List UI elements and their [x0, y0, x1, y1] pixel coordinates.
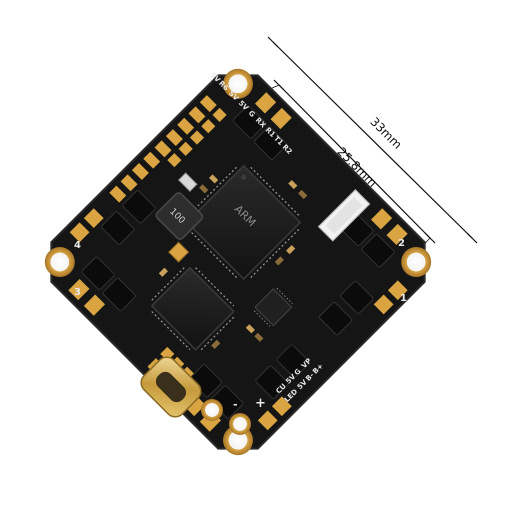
svg-text:G: G: [247, 109, 257, 119]
jst-connector: [317, 189, 371, 242]
mounting-hole-top: [223, 68, 253, 99]
motor-number-3: 3: [74, 287, 81, 298]
gyro-pins: [253, 287, 293, 327]
dimension-lines: [235, 36, 478, 269]
mcu-chip: [186, 164, 302, 281]
usb-c-port: [140, 356, 202, 418]
svg-text:G: G: [293, 367, 303, 377]
battery-pads: [201, 399, 251, 435]
outer-dimension-tick-b: [466, 232, 478, 244]
esc-chip-pins: [151, 267, 235, 351]
motor-number-1: 1: [400, 293, 407, 304]
polarity-plus-label: +: [255, 396, 266, 411]
svg-text:B-: B-: [304, 371, 316, 383]
mounting-hole-left: [44, 247, 75, 277]
smd-components: [158, 172, 308, 349]
outer-dimension-line: [272, 41, 473, 239]
outer-dimension-tick-a: [267, 36, 279, 48]
boot-button: [167, 241, 190, 263]
motor-number-4: 4: [74, 240, 81, 251]
inner-dimension-line: [278, 84, 431, 239]
inductor: [155, 192, 204, 240]
outer-dimension-label: 33mm: [367, 115, 404, 152]
motor-number-2: 2: [398, 238, 405, 249]
esc-mosfets: [81, 105, 395, 419]
battery-pad-minus: [201, 399, 223, 421]
battery-pad-plus: [229, 413, 251, 435]
mounting-hole-right: [401, 247, 432, 277]
polarity-minus-label: -: [233, 398, 238, 411]
esc-mcu-chip: [150, 266, 235, 351]
flight-controller-board: ARM 100: [44, 68, 432, 456]
mcu-pin1-dot: [241, 174, 247, 180]
gyro-chip: [254, 288, 293, 327]
